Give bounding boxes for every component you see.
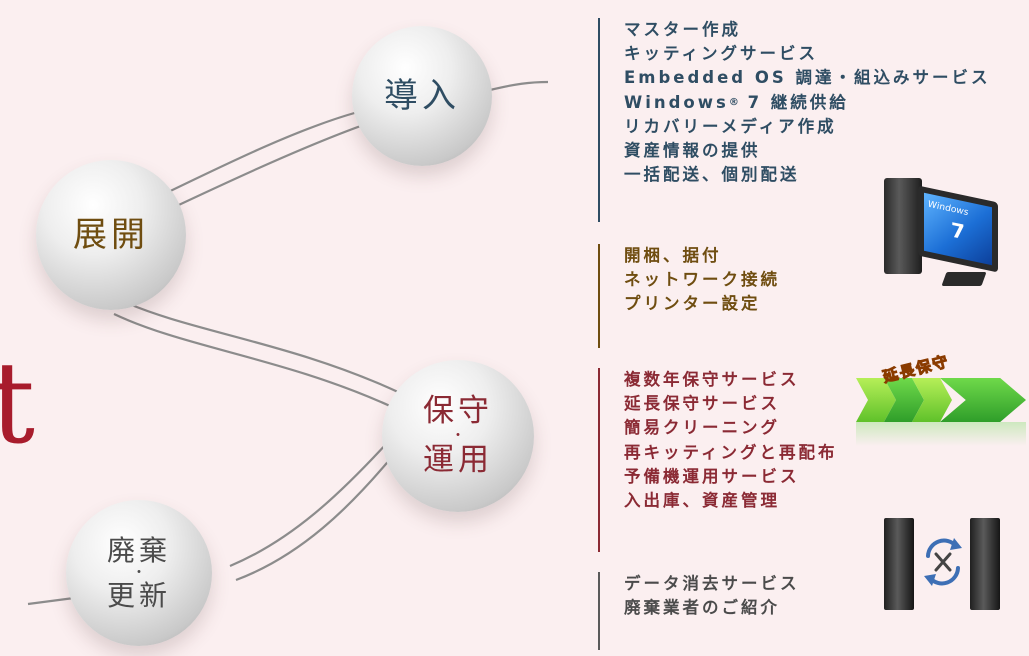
maintenance-service-list: 複数年保守サービス 延長保守サービス 簡易クリーニング 再キッティングと再配布 … <box>598 368 838 552</box>
stage-maintenance-label-line2: 運用 <box>423 442 493 479</box>
pc-screen: Windows 7 <box>924 192 992 266</box>
deploy-service-item: プリンター設定 <box>624 294 761 314</box>
stage-disposal-sphere: 廃棄 ・ 更新 <box>66 500 212 646</box>
stage-maintenance-separator: ・ <box>451 427 465 444</box>
maintenance-service-item: 再キッティングと再配布 <box>624 442 838 462</box>
disposal-service-item: データ消去サービス <box>624 574 800 593</box>
maintenance-service-item: 延長保守サービス <box>624 394 780 414</box>
stage-disposal-label-line1: 廃棄 <box>106 533 171 567</box>
windows-supply-text: 7 継続供給 <box>738 92 849 112</box>
pc-stand <box>941 272 987 286</box>
pc-tower <box>884 178 922 274</box>
disposal-service-item: 廃棄業者のご紹介 <box>624 598 780 618</box>
maintenance-service-item: 入出庫、資産管理 <box>624 491 780 511</box>
intro-service-list: マスター作成 キッティングサービス Embedded OS 調達・組込みサービス… <box>598 18 991 222</box>
pc-monitor: Windows 7 <box>918 185 998 273</box>
maintenance-service-item: 予備機運用サービス <box>624 466 800 486</box>
windows-supply-item: Windows® 7 継続供給 <box>624 91 991 115</box>
server-swap-illustration <box>884 518 1000 610</box>
server-left-icon <box>884 518 914 610</box>
stage-disposal-label-line2: 更新 <box>106 579 171 613</box>
intro-service-item: リカバリーメディア作成 <box>624 116 837 136</box>
stage-maintenance-sphere: 保守 ・ 運用 <box>382 360 534 512</box>
registered-mark: ® <box>728 96 739 108</box>
stage-disposal-separator: ・ <box>132 564 146 581</box>
disposal-service-list: データ消去サービス 廃棄業者のご紹介 <box>598 572 800 650</box>
stage-deploy-sphere: 展開 <box>36 160 186 310</box>
deploy-service-item: 開梱、据付 <box>624 246 722 265</box>
intro-service-item: キッティングサービス <box>624 44 819 64</box>
deploy-service-item: ネットワーク接続 <box>624 270 780 290</box>
swap-arrows-tools-icon <box>924 538 962 586</box>
extended-warranty-arrows-icon: 延長保守 <box>856 352 1026 450</box>
windows-name: Windows <box>624 92 729 112</box>
stage-deploy-label: 展開 <box>73 214 149 255</box>
partial-heading-letter: t <box>0 339 36 469</box>
intro-service-item: Embedded OS 調達・組込みサービス <box>624 68 991 88</box>
intro-service-item: 一括配送、個別配送 <box>624 165 800 185</box>
server-right-icon <box>970 518 1000 610</box>
stage-intro-sphere: 導入 <box>352 26 492 166</box>
intro-service-item: 資産情報の提供 <box>624 141 761 161</box>
pc-screen-number: 7 <box>951 217 965 245</box>
maintenance-service-item: 簡易クリーニング <box>624 418 780 438</box>
chevron-arrow-icon <box>940 378 1026 422</box>
arrow-reflection <box>856 422 1026 446</box>
maintenance-service-item: 複数年保守サービス <box>624 370 800 389</box>
stage-intro-label: 導入 <box>384 75 460 116</box>
deploy-service-list: 開梱、据付 ネットワーク接続 プリンター設定 <box>598 244 780 348</box>
stage-maintenance-label-line1: 保守 <box>423 393 493 430</box>
intro-service-item: マスター作成 <box>624 20 741 39</box>
windows7-pc-icon: Windows 7 <box>884 178 1006 296</box>
